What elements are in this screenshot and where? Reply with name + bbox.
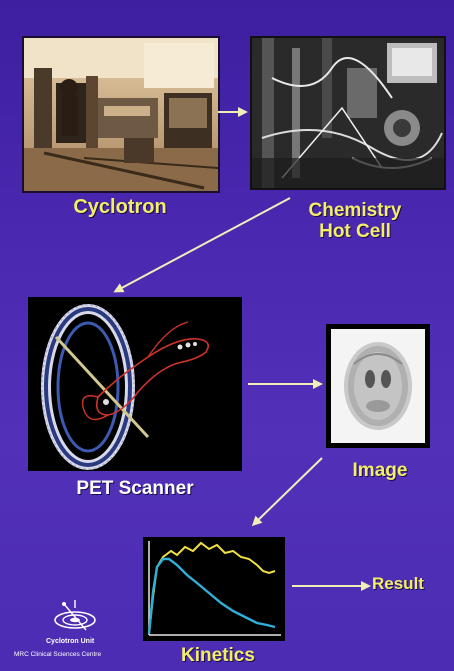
cyclotron-label: Cyclotron [60, 196, 180, 218]
image-label: Image [335, 460, 425, 481]
logo-centre-name: MRC Clinical Sciences Centre [14, 651, 101, 658]
chemistry-label-line2: Hot Cell [290, 221, 420, 242]
cyclotron-unit-logo: Cyclotron Unit MRC Clinical Sciences Cen… [12, 598, 142, 668]
logo-unit-name: Cyclotron Unit [46, 638, 94, 645]
cyclotron-unit-logo-icon [50, 598, 100, 636]
result-label: Result [372, 574, 444, 593]
pet-scanner-label: PET Scanner [60, 478, 210, 499]
chemistry-hot-cell-label: Chemistry Hot Cell [290, 200, 420, 243]
kinetics-label: Kinetics [164, 645, 272, 666]
arrow-down-left-icon [254, 458, 322, 524]
chemistry-label-line1: Chemistry [290, 200, 420, 221]
